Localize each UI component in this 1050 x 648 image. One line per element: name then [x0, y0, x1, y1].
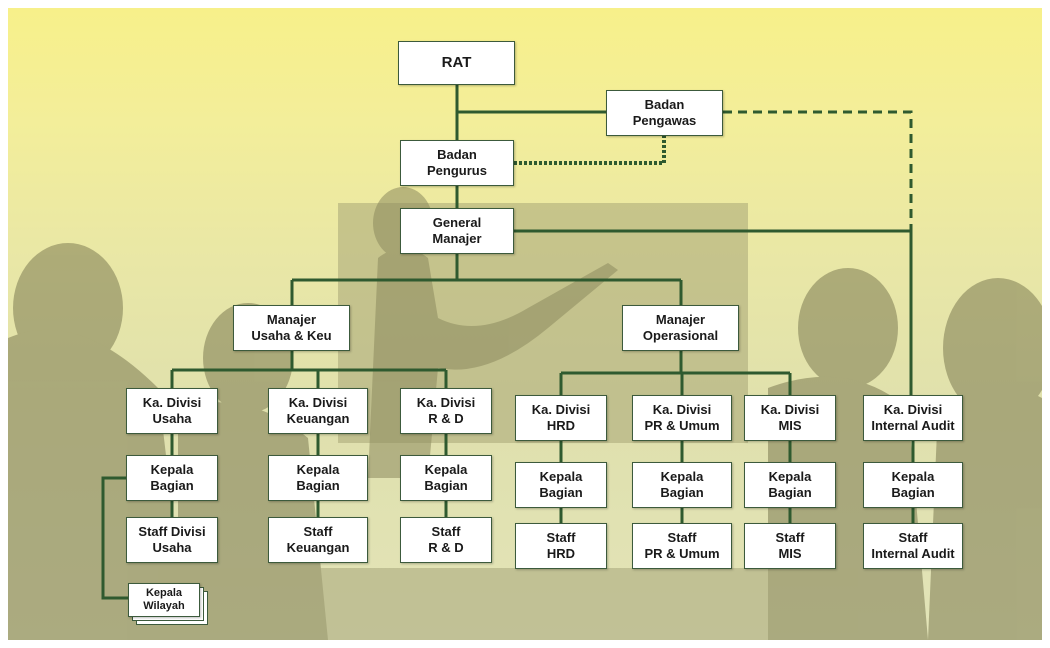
node-label-line: Bagian — [768, 485, 812, 500]
node-label-line: Internal Audit — [871, 546, 955, 561]
node-label-line: Usaha — [152, 411, 192, 426]
line-kb-wilayah — [101, 476, 128, 600]
line-pengawas-audit — [723, 110, 913, 231]
node-label-line: Staff — [546, 530, 576, 545]
node-label-line: Staff — [667, 530, 697, 545]
node-label-line: Bagian — [539, 485, 583, 500]
node-label-line: Ka. Divisi — [416, 395, 476, 410]
node-label-line: Kepala — [539, 469, 583, 484]
node-label-line: Usaha — [152, 540, 192, 555]
node-label-line: Kepala — [891, 469, 935, 484]
node-label-line: PR & Umum — [644, 418, 720, 433]
node-label-line: Bagian — [891, 485, 935, 500]
node-label-line: Kepala — [296, 462, 340, 477]
connector-lines — [101, 85, 915, 600]
line-pengurus-pengawas — [514, 136, 666, 165]
node-label-line: Bagian — [424, 478, 468, 493]
node-label-line: Staff — [775, 530, 805, 545]
node-label-line: Usaha & Keu — [251, 328, 332, 343]
node-label-line: Kepala — [660, 469, 704, 484]
node-label-line: Manajer — [655, 312, 706, 327]
node-label-line: HRD — [546, 418, 576, 433]
node-label-line: Internal Audit — [871, 418, 955, 433]
node-label-line: Manajer — [266, 312, 317, 327]
node-label-line: General — [432, 215, 482, 230]
node-label-line: Kepala — [145, 587, 183, 599]
node-label-line: Badan — [437, 147, 477, 162]
node-label-line: Ka. Divisi — [288, 395, 348, 410]
node-label-line: RAT — [441, 54, 472, 71]
node-label-line: HRD — [546, 546, 576, 561]
node-label-line: Badan — [644, 97, 685, 112]
node-label-line: Pengawas — [632, 113, 697, 128]
node-label-line: Ka. Divisi — [883, 402, 943, 417]
node-label-line: R & D — [428, 540, 464, 555]
node-label-line: Kepala — [424, 462, 468, 477]
node-label-line: Kepala — [150, 462, 194, 477]
node-label-line: R & D — [428, 411, 464, 426]
node-label-line: Operasional — [642, 328, 719, 343]
node-label-line: PR & Umum — [644, 546, 720, 561]
node-label-line: Staff Divisi — [138, 524, 206, 539]
node-label-line: Staff — [303, 524, 333, 539]
node-label-line: MIS — [778, 546, 802, 561]
node-label-line: Ka. Divisi — [760, 402, 820, 417]
node-label-line: Ka. Divisi — [142, 395, 202, 410]
node-label-line: Staff — [898, 530, 928, 545]
node-label-line: MIS — [778, 418, 802, 433]
node-label-line: Staff — [431, 524, 461, 539]
node-rat: RAT — [398, 41, 515, 85]
node-label-line: Bagian — [660, 485, 704, 500]
node-label-line: Ka. Divisi — [531, 402, 591, 417]
node-label-line: Manajer — [432, 231, 482, 246]
node-label-line: Kepala — [768, 469, 812, 484]
node-label-line: Bagian — [150, 478, 194, 493]
node-label-line: Bagian — [296, 478, 340, 493]
node-label-line: Ka. Divisi — [652, 402, 712, 417]
node-label-line: Keuangan — [286, 540, 350, 555]
node-label-line: Keuangan — [286, 411, 350, 426]
node-label-line: Pengurus — [427, 163, 487, 178]
node-label-line: Wilayah — [143, 600, 185, 612]
